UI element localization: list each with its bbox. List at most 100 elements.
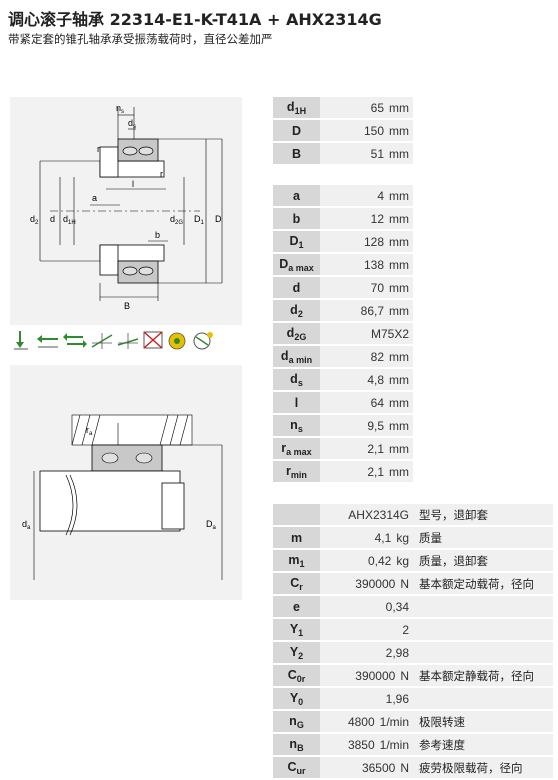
label-b-width: B	[124, 301, 130, 311]
sealed-icon	[193, 332, 213, 350]
spec-value: 1,96	[320, 688, 413, 709]
spec-description: 基本额定动载荷，径向	[413, 573, 553, 594]
spec-key: D1	[273, 231, 320, 252]
page-subtitle: 带紧定套的锥孔轴承承受振荡载荷时，直径公差加严	[8, 32, 273, 46]
spec-value: M75X2	[320, 323, 413, 344]
label-r-1: r	[97, 144, 100, 154]
angle-misalignment-icon	[91, 333, 113, 349]
spec-value: 2	[320, 619, 413, 640]
spec-description: 质量，退卸套	[413, 550, 553, 571]
spec-description: 参考速度	[413, 734, 553, 755]
spec-key: nG	[273, 711, 320, 732]
label-ds: ds	[128, 118, 136, 130]
roller-1	[101, 452, 119, 464]
label-da-outer: Da	[206, 519, 217, 531]
axial-load-both-icon	[63, 333, 87, 348]
spec-key: da min	[273, 346, 320, 367]
spec-description: 极限转速	[413, 711, 553, 732]
spec-key: C0r	[273, 665, 320, 686]
roller-lower-2	[138, 266, 154, 276]
spec-value: 2,98	[320, 642, 413, 663]
spec-key: nB	[273, 734, 320, 755]
nut-lower	[99, 244, 119, 276]
roller-upper-2	[138, 146, 154, 156]
spec-key: B	[273, 143, 320, 164]
shaft	[39, 470, 181, 532]
spec-key: m	[273, 527, 320, 548]
page-title: 调心滚子轴承 22314-E1-K-T41A + AHX2314G	[8, 10, 382, 29]
spec-description	[413, 688, 553, 709]
label-d2g: d2G	[170, 214, 183, 226]
axial-load-left-icon	[37, 335, 58, 348]
spec-key: b	[273, 208, 320, 229]
label-d-outer: D	[215, 214, 222, 224]
nut	[161, 482, 185, 530]
bearing-outer-upper	[117, 138, 159, 162]
spec-description: 质量	[413, 527, 553, 548]
spec-key: Cr	[273, 573, 320, 594]
roller-upper-1	[122, 146, 138, 156]
spec-key: Y1	[273, 619, 320, 640]
bearing-section-drawing: ns ds r r l a d2 d d1H d2G D1 D b B	[30, 103, 223, 311]
label-ns: ns	[116, 103, 124, 115]
spec-description: 型号，退卸套	[413, 504, 553, 525]
label-d1h: d1H	[63, 214, 76, 226]
spec-value: 0,34	[320, 596, 413, 617]
label-ra: ra	[86, 425, 93, 437]
spec-key: d	[273, 277, 320, 298]
spec-key: l	[273, 392, 320, 413]
no-separable-icon	[143, 331, 163, 349]
spec-key: Da max	[273, 254, 320, 275]
spec-key: d2G	[273, 323, 320, 344]
spec-key: D	[273, 120, 320, 141]
label-da: da	[22, 519, 31, 531]
bearing-outer-lower	[117, 260, 159, 284]
spec-key: ds	[273, 369, 320, 390]
spec-key: ra max	[273, 438, 320, 459]
spec-key: d2	[273, 300, 320, 321]
label-r-2: r	[160, 169, 163, 179]
spec-description	[413, 642, 553, 663]
roller-2	[135, 452, 153, 464]
radial-load-icon	[14, 331, 28, 350]
mounting-drawing: ra da Da	[22, 414, 223, 580]
spec-key: d1H	[273, 97, 320, 118]
spec-key: Y2	[273, 642, 320, 663]
